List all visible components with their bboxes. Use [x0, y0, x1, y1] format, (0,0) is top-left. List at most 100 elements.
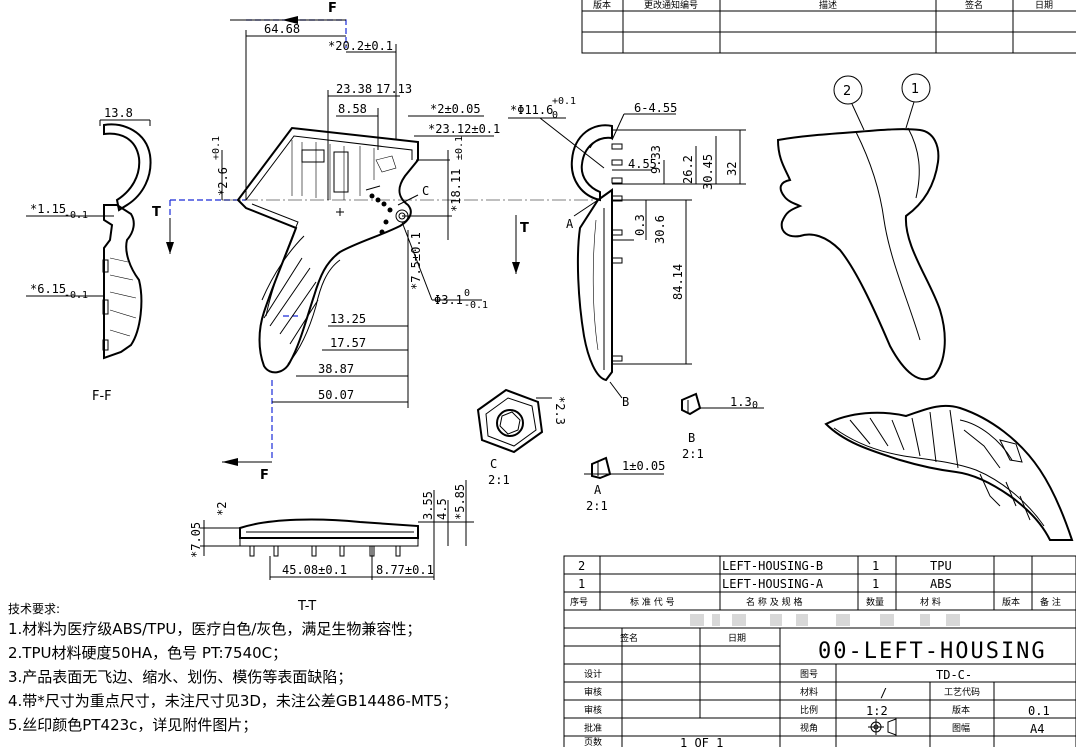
dim-1-3: 1.3: [730, 395, 752, 409]
rev-header-version: 版本: [593, 0, 611, 11]
label-t-left: T: [152, 205, 161, 220]
note-5: 5.丝印颜色PT423c，详见附件图片；: [8, 716, 258, 734]
bom-header-mat: 材 料: [920, 596, 941, 608]
section-ff-view: 13.8 *1.15 -0.1 *6.15 -0.1 F-F: [26, 106, 152, 404]
dim-26-2: 26.2: [681, 155, 695, 184]
iso-view-balloons: 2 1: [776, 73, 946, 381]
label-tt: T-T: [297, 599, 316, 614]
bom-header-qty: 数量: [866, 596, 884, 608]
dim-32: 32: [725, 162, 739, 176]
dim-2-0-05: *2±0.05: [430, 102, 481, 116]
tb-drawing-no-label: 图号: [800, 669, 818, 680]
bom-header-version: 版本: [1002, 596, 1020, 608]
note-2: 2.TPU材料硬度50HA，色号 PT:7540C；: [8, 644, 288, 662]
bom-row1-no: 2: [578, 559, 585, 573]
drawing-title: 00-LEFT-HOUSING: [818, 639, 1047, 664]
dim-17-57: 17.57: [330, 336, 366, 350]
svg-text:+0.1: +0.1: [211, 136, 222, 160]
svg-text:±0.1: ±0.1: [454, 136, 465, 160]
dim-1-15: *1.15: [30, 202, 66, 216]
bom-row2-mat: ABS: [930, 577, 952, 591]
dim-4-5: 4.5: [435, 498, 449, 520]
dim-50-07: 50.07: [318, 388, 354, 402]
bom-row1-name: LEFT-HOUSING-B: [722, 559, 823, 573]
tb-drawing-no: TD-C-: [936, 668, 972, 682]
label-detail-b-scale: 2:1: [682, 447, 704, 461]
dim-8-77: 8.77±0.1: [376, 563, 434, 577]
notes-title: 技术要求:: [8, 602, 61, 616]
tb-check2: 审核: [584, 704, 602, 716]
balloon-1: 1: [911, 82, 919, 97]
label-detail-a: A: [594, 483, 602, 497]
tb-size-label: 图幅: [952, 722, 970, 734]
svg-text:+0.1: +0.1: [552, 96, 576, 107]
dim-45-08: 45.08±0.1: [282, 563, 347, 577]
iso-view-interior: [824, 404, 1074, 541]
rev-header-notice: 更改通知编号: [644, 0, 698, 11]
detail-b: 1.3 0 B 2:1: [681, 392, 764, 461]
tb-process-label: 工艺代码: [944, 687, 980, 698]
svg-text:0: 0: [464, 288, 470, 299]
label-f-bottom: F: [260, 468, 269, 483]
revision-table: 版本 更改通知编号 描述 签名 日期: [581, 0, 1076, 54]
dim-3-55: 3.55: [421, 491, 435, 520]
svg-text:0: 0: [552, 110, 558, 121]
dim-2-6: *2.6: [216, 167, 230, 196]
bom-header-remark: 备 注: [1040, 596, 1061, 608]
bom-row2-qty: 1: [872, 577, 879, 591]
dim-30-45: 30.45: [701, 154, 715, 190]
balloon-2: 2: [843, 84, 851, 99]
detail-c: *2.3 C 2:1: [476, 388, 567, 487]
detail-a: 1±0.05 A 2:1: [584, 456, 665, 513]
dim-84-14: 84.14: [671, 264, 685, 300]
tb-version-label: 版本: [952, 704, 970, 716]
dim-38-87: 38.87: [318, 362, 354, 376]
label-detail-c-scale: 2:1: [488, 473, 510, 487]
rev-header-desc: 描述: [819, 0, 837, 11]
tb-size: A4: [1030, 722, 1044, 736]
bom-header-name: 名 称 及 规 格: [746, 596, 802, 608]
svg-text:0: 0: [752, 400, 758, 411]
dim-1-0-05: 1±0.05: [622, 459, 665, 473]
note-3: 3.产品表面无飞边、缩水、划伤、模伤等表面缺陷；: [8, 668, 353, 686]
dim-20-2: *20.2±0.1: [328, 39, 393, 53]
tb-date: 日期: [728, 633, 746, 644]
tb-approve: 批准: [584, 722, 602, 734]
tb-material-label: 材料: [800, 686, 818, 698]
dim-5-85: *5.85: [453, 484, 467, 520]
dim-7-5: *7.5±0.1: [409, 232, 423, 290]
dim-4-55: 4.55: [628, 157, 657, 171]
tb-view-label: 视角: [800, 722, 818, 734]
note-1: 1.材料为医疗级ABS/TPU，医疗白色/灰色，满足生物兼容性；: [8, 620, 422, 638]
label-detail-b: B: [688, 431, 695, 445]
technical-requirements: 技术要求: 1.材料为医疗级ABS/TPU，医疗白色/灰色，满足生物兼容性； 2…: [8, 601, 458, 737]
tb-scale: 1:2: [866, 704, 888, 718]
bom-row1-qty: 1: [872, 559, 879, 573]
tb-pages: 页数: [584, 736, 602, 747]
dim-18-11: *18.11: [449, 169, 463, 212]
label-detail-c: C: [490, 457, 497, 471]
tb-page-value: 1 OF 1: [680, 736, 723, 747]
bom-header-std: 标 准 代 号: [630, 596, 675, 608]
tb-scale-label: 比例: [800, 704, 818, 716]
svg-text:-0.1: -0.1: [464, 300, 488, 311]
tb-material: /: [880, 686, 887, 700]
rev-header-date: 日期: [1035, 0, 1053, 11]
label-detail-a-scale: 2:1: [586, 499, 608, 513]
label-ff: F-F: [92, 389, 112, 404]
front-view: 32 30.45 26.2 9.33 4.55 0.3 30.6 84.14 *…: [508, 96, 746, 409]
note-4: 4.带*尺寸为重点尺寸，未注尺寸见3D，未注公差GB14486-MT5；: [8, 692, 458, 710]
dim-2-3: *2.3: [553, 396, 567, 425]
svg-text:-0.1: -0.1: [64, 290, 88, 301]
dim-0-3: 0.3: [633, 214, 647, 236]
tb-check1: 审核: [584, 686, 602, 698]
dim-7-05: *7.05: [189, 522, 203, 558]
bom-row2-name: LEFT-HOUSING-A: [722, 577, 824, 591]
dim-8-58: 8.58: [338, 102, 367, 116]
dim-30-6: 30.6: [653, 215, 667, 244]
rev-header-sign: 签名: [965, 0, 983, 11]
label-f-top: F: [328, 1, 337, 16]
projection-symbol-icon: [868, 718, 897, 736]
dim-23-38: 23.38: [336, 82, 372, 96]
